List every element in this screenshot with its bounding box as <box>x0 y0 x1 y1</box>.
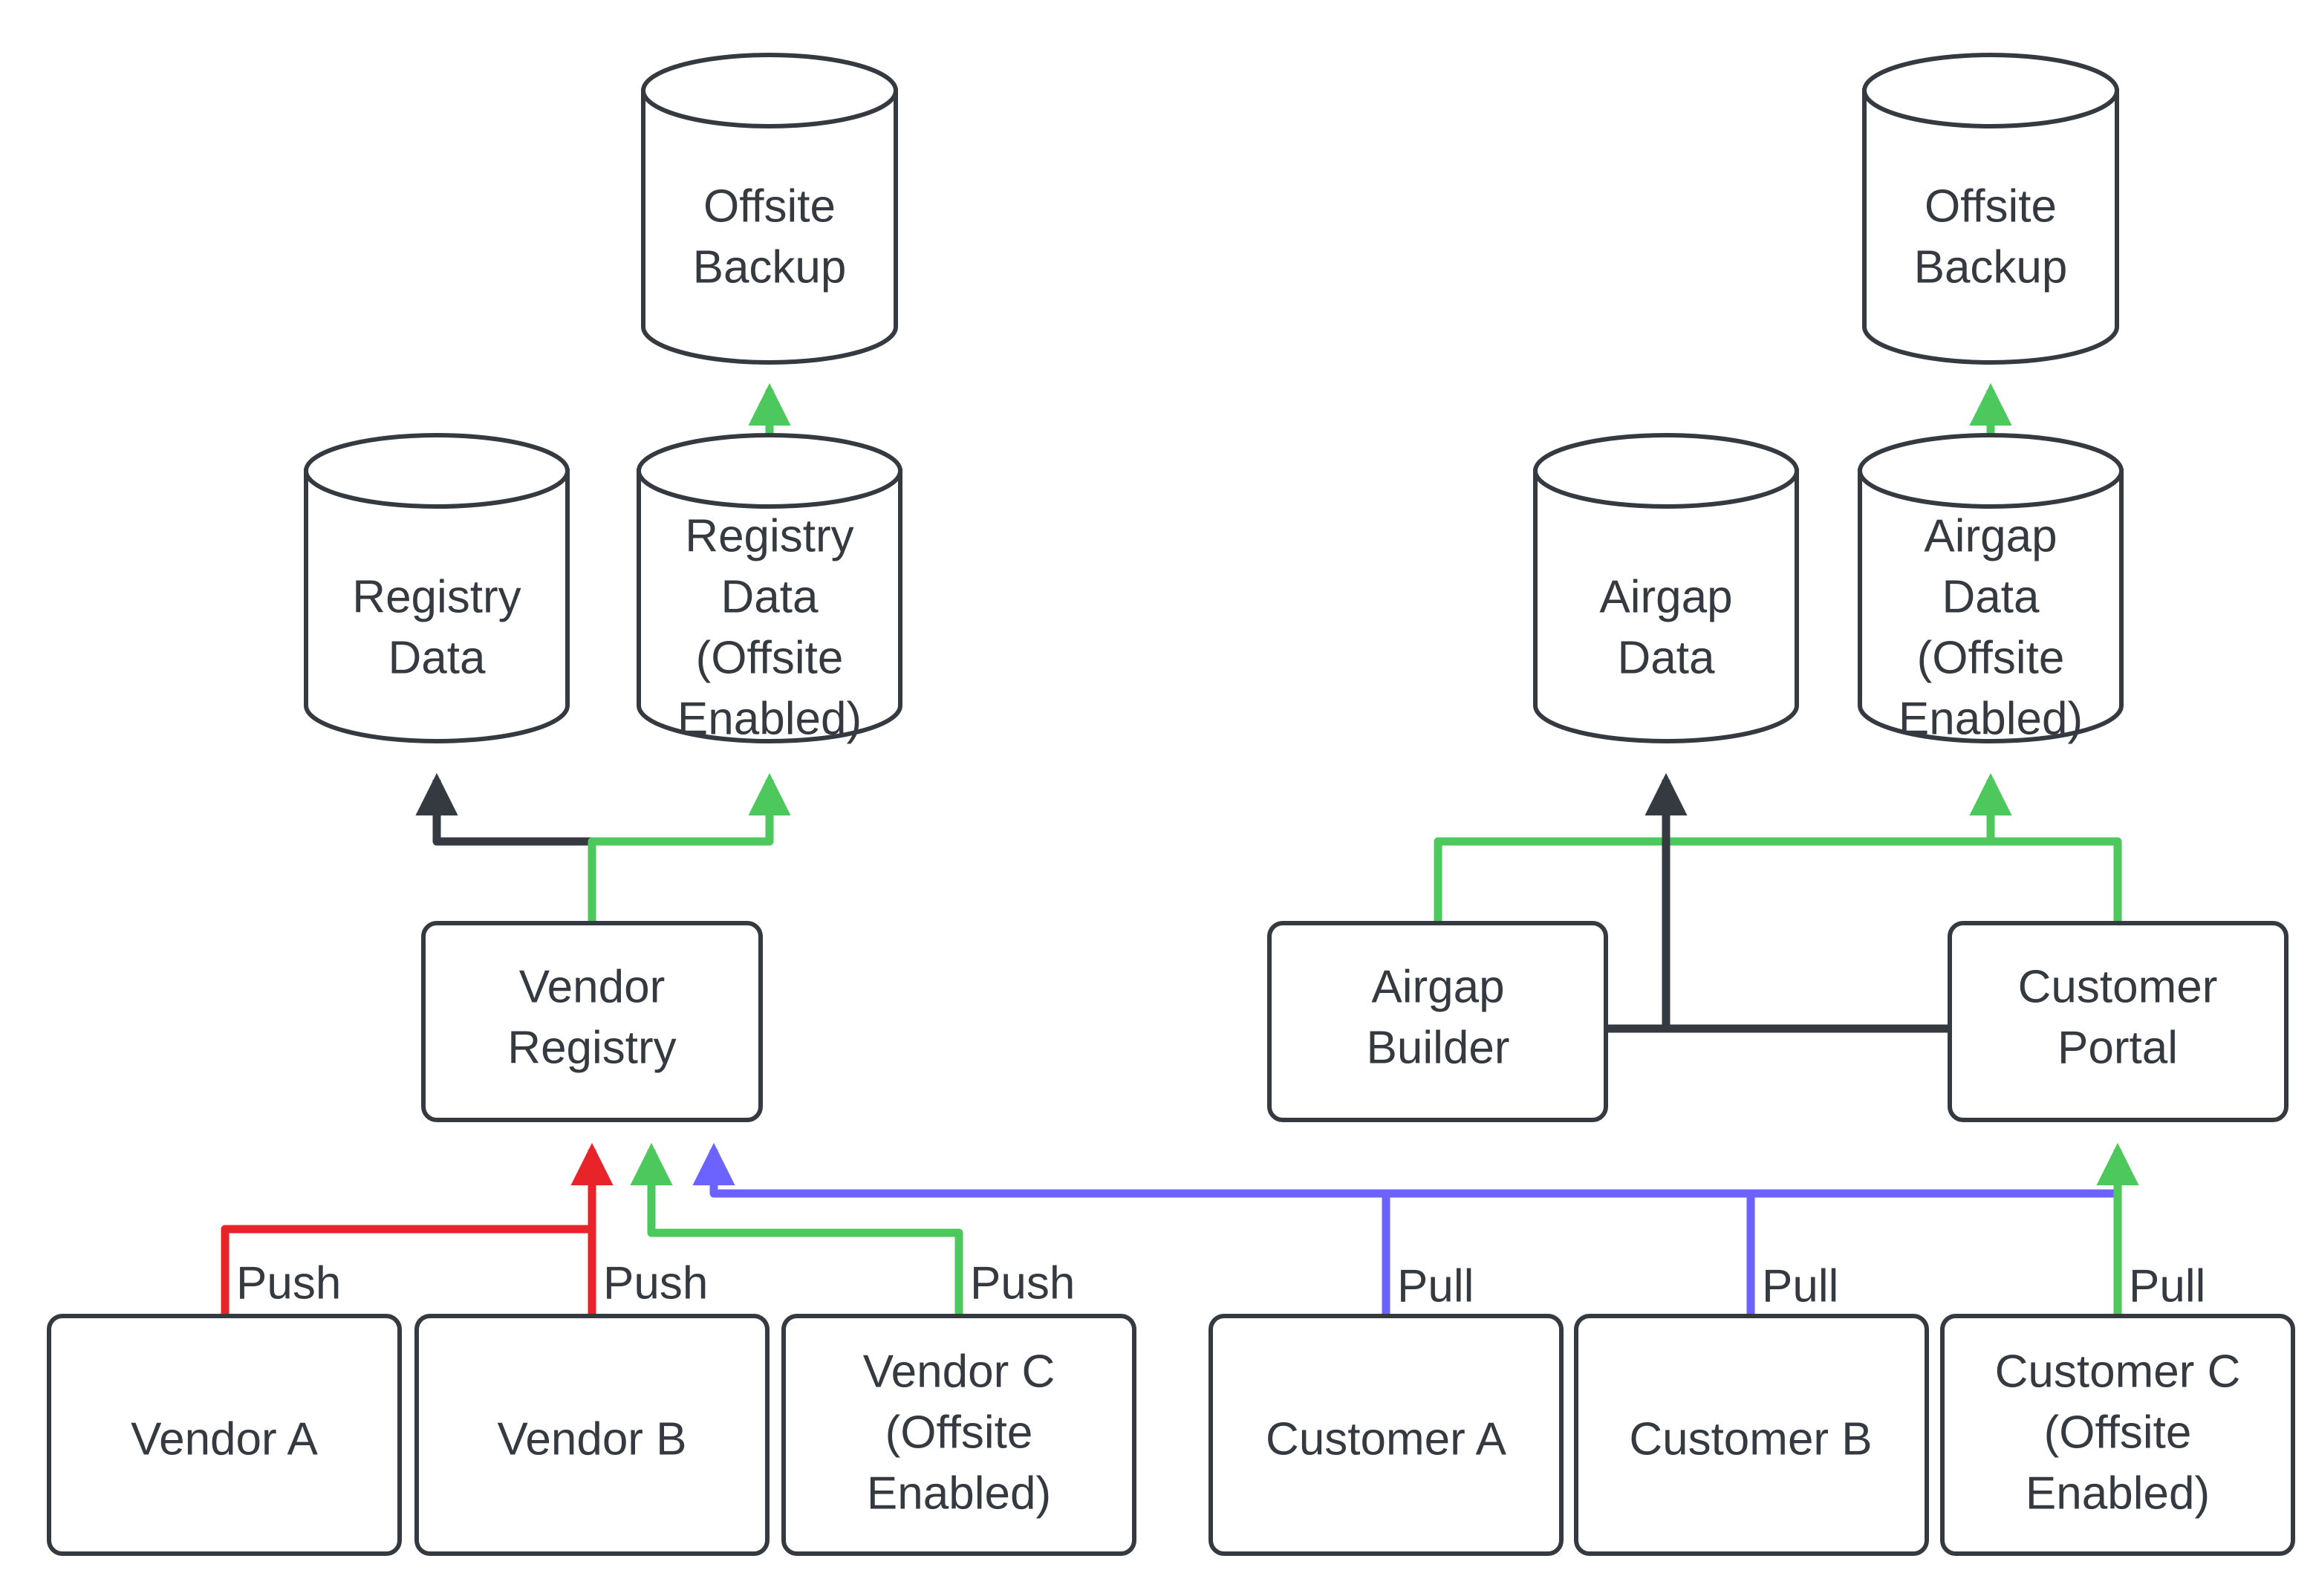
cylinder-top <box>1533 433 1799 509</box>
node-label-line: Offsite <box>1925 180 2057 232</box>
node-label-line: Airgap <box>1599 571 1732 622</box>
cylinder-body <box>637 469 902 743</box>
edge-label-pull-customer-c: Pull <box>2129 1260 2205 1312</box>
cylinder-top <box>304 433 570 509</box>
node-vendor-b[interactable]: Vendor B <box>414 1314 770 1556</box>
node-label-line: Airgap <box>1371 961 1504 1012</box>
box-shape <box>781 1314 1136 1556</box>
node-label-line: Offsite <box>703 180 836 232</box>
node-label-line: Vendor A <box>131 1413 318 1465</box>
node-customer-c[interactable]: Customer C (Offsite Enabled) <box>1940 1314 2295 1556</box>
node-label-line: Backup <box>693 241 847 293</box>
edge-label-pull-customer-b: Pull <box>1762 1260 1838 1312</box>
edge-airgap-builder-to-airgap-data-offsite <box>1434 772 2012 923</box>
cylinder-body <box>1533 469 1799 743</box>
node-label-line: Enabled) <box>2026 1468 2210 1519</box>
edge-vendor-a-push <box>221 1225 592 1316</box>
node-label-line: Enabled) <box>677 693 862 744</box>
node-customer-b[interactable]: Customer B <box>1574 1314 1929 1556</box>
node-label-line: (Offsite <box>696 632 844 683</box>
edge-vendor-registry-to-registry-data <box>415 772 596 923</box>
node-label-line: Vendor <box>519 961 666 1012</box>
node-label-line: Vendor B <box>497 1413 686 1465</box>
edge-vendor-c-push <box>630 1142 963 1316</box>
box-shape <box>1208 1314 1564 1556</box>
node-label-line: Customer <box>2018 961 2218 1012</box>
cylinder-body <box>641 88 898 365</box>
edge-customer-portal-to-airgap-data-offsite <box>1991 837 2122 923</box>
node-label-line: Vendor C <box>863 1346 1055 1397</box>
node-label-line: Customer A <box>1266 1413 1507 1465</box>
edge-customer-a-pull <box>692 1142 1390 1316</box>
cylinder-top <box>1862 53 2119 128</box>
node-label-line: Enabled) <box>867 1468 1051 1519</box>
node-label-line: Registry <box>507 1022 676 1073</box>
node-label-line: Customer C <box>1995 1346 2241 1397</box>
edge-label-push-vendor-a: Push <box>236 1257 341 1309</box>
box-shape <box>1948 921 2288 1122</box>
node-label-line: (Offsite <box>2044 1407 2192 1458</box>
node-label-line: (Offsite <box>1917 632 2065 683</box>
cylinder-top <box>641 53 898 128</box>
node-label-line: Enabled) <box>1899 693 2083 744</box>
node-label-line: Portal <box>2057 1022 2178 1073</box>
cylinder-body <box>1862 88 2119 365</box>
edge-label-push-vendor-b: Push <box>603 1257 708 1309</box>
edge-label-pull-customer-a: Pull <box>1397 1260 1474 1312</box>
node-customer-portal[interactable]: Customer Portal <box>1948 921 2288 1122</box>
cylinder-top <box>1858 433 2124 509</box>
edge-vendor-registry-to-registry-data-offsite <box>588 772 791 923</box>
node-label-line: Backup <box>1914 241 2068 293</box>
node-label-line: Data <box>721 571 819 622</box>
edge-customer-portal-to-airgap-data <box>1645 772 1950 1033</box>
box-shape <box>1574 1314 1929 1556</box>
node-registry-data[interactable]: Registry Data <box>304 433 570 743</box>
edge-labels-layer: Push Push Push Pull Pull Pull <box>236 1257 2205 1312</box>
node-label-line: (Offsite <box>885 1407 1033 1458</box>
node-label-line: Data <box>1618 632 1715 683</box>
cylinder-body <box>304 469 570 743</box>
box-shape <box>1940 1314 2295 1556</box>
node-label-line: Registry <box>685 510 853 561</box>
node-airgap-data[interactable]: Airgap Data <box>1533 433 1799 743</box>
node-label-line: Builder <box>1367 1022 1510 1073</box>
node-label-line: Data <box>388 632 486 683</box>
box-shape <box>414 1314 770 1556</box>
edge-label-push-vendor-c: Push <box>970 1257 1075 1309</box>
box-shape <box>1267 921 1608 1122</box>
cylinder-top <box>637 433 902 509</box>
node-label-line: Customer B <box>1629 1413 1872 1465</box>
node-vendor-c[interactable]: Vendor C (Offsite Enabled) <box>781 1314 1136 1556</box>
cylinder-body <box>1858 469 2124 743</box>
node-label-line: Airgap <box>1924 510 2057 561</box>
node-vendor-a[interactable]: Vendor A <box>47 1314 402 1556</box>
node-offsite-backup-right[interactable]: Offsite Backup <box>1862 53 2119 365</box>
node-airgap-data-offsite[interactable]: Airgap Data (Offsite Enabled) <box>1858 433 2124 744</box>
node-label-line: Data <box>1942 571 2040 622</box>
box-shape <box>47 1314 402 1556</box>
box-shape <box>421 921 763 1122</box>
node-airgap-builder[interactable]: Airgap Builder <box>1267 921 1608 1122</box>
node-vendor-registry[interactable]: Vendor Registry <box>421 921 763 1122</box>
node-offsite-backup-left[interactable]: Offsite Backup <box>641 53 898 365</box>
node-customer-a[interactable]: Customer A <box>1208 1314 1564 1556</box>
node-registry-data-offsite[interactable]: Registry Data (Offsite Enabled) <box>637 433 902 744</box>
edges-layer <box>221 382 2139 1316</box>
node-label-line: Registry <box>352 571 521 622</box>
